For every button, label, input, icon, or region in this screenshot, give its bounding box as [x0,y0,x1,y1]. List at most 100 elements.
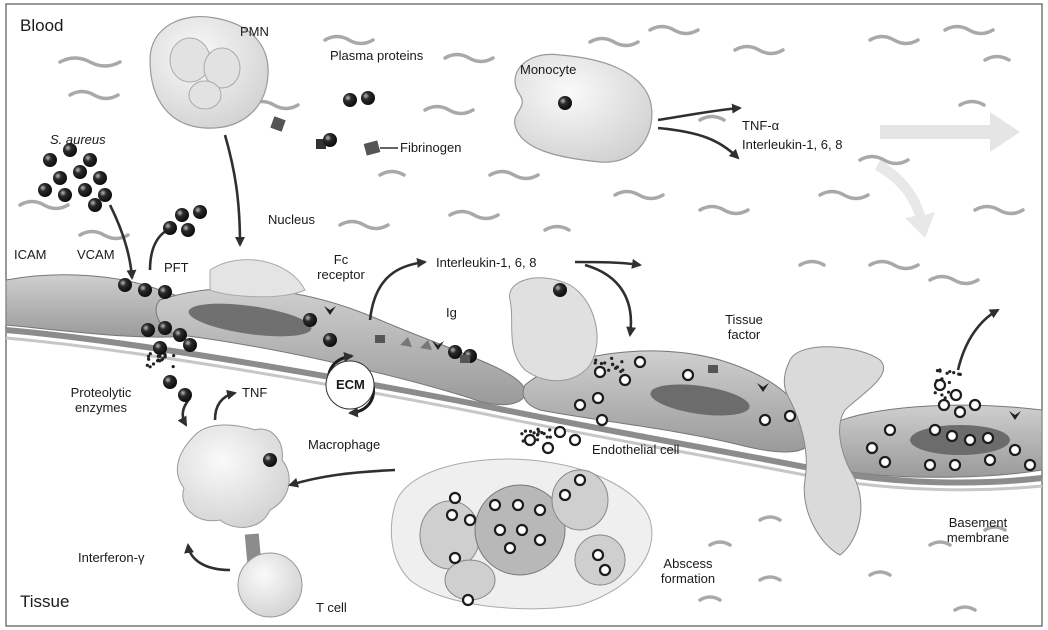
phagocytosed-bacterium [951,390,961,400]
t-cell [238,553,302,617]
phagocytosed-bacterium [570,435,580,445]
enzyme-speck [615,366,618,369]
bacterium [323,133,337,147]
bacterium [181,223,195,237]
label-ecm: ECM [336,377,365,392]
enzyme-speck [594,359,597,362]
label-macrophage: Macrophage [308,437,380,452]
phagocytosed-bacterium [555,427,565,437]
phagocytosed-bacterium [620,375,630,385]
enzyme-speck [524,430,527,433]
label-s-aureus: S. aureus [50,132,106,147]
phagocytosed-bacterium [635,357,645,367]
label-basement-line1: Basement [949,515,1008,530]
phagocytosed-bacterium [880,457,890,467]
enzyme-speck [948,370,951,373]
phagocytosed-bacterium [525,435,535,445]
phagocytosed-bacterium [490,500,500,510]
label-nucleus: Nucleus [268,212,315,227]
label-tnf-alpha: TNF-α [742,118,779,133]
bacterium [118,278,132,292]
label-t-cell: T cell [316,600,347,615]
enzyme-speck [594,361,597,364]
phagocytosed-bacterium [600,565,610,575]
bacterium [58,188,72,202]
label-basement-membrane: Basement membrane [930,515,1026,545]
phagocytosed-bacterium [885,425,895,435]
bacterium [361,91,375,105]
phagocytosed-bacterium [597,415,607,425]
phagocytosed-bacterium [535,535,545,545]
enzyme-speck [607,369,610,372]
bacterium [323,333,337,347]
enzyme-speck [611,363,614,366]
bacterium [183,338,197,352]
enzyme-speck [152,362,155,365]
label-abscess-line2: formation [661,571,715,586]
bacterium [53,171,67,185]
label-interferon: Interferon-γ [78,550,144,565]
enzyme-speck [946,372,949,375]
label-monocyte: Monocyte [520,62,576,77]
bacterium [88,198,102,212]
enzyme-speck [947,391,950,394]
enzyme-speck [548,428,551,431]
phagocytosed-bacterium [965,435,975,445]
label-interleukins-mid: Interleukin-1, 6, 8 [436,255,536,270]
enzyme-speck [532,431,535,434]
phagocytosed-bacterium [560,490,570,500]
phagocytosed-bacterium [985,455,995,465]
label-endothelial-cell: Endothelial cell [592,442,679,457]
phagocytosed-bacterium [935,380,945,390]
bacterium [38,183,52,197]
phagocytosed-bacterium [513,500,523,510]
phagocytosed-bacterium [535,505,545,515]
enzyme-speck [157,355,160,358]
label-pft: PFT [164,260,189,275]
enzyme-speck [520,432,523,435]
phagocytosed-bacterium [543,443,553,453]
enzyme-speck [172,354,175,357]
enzyme-speck [600,362,603,365]
enzyme-speck [536,438,539,441]
bacterium [163,221,177,235]
enzyme-speck [957,372,960,375]
enzyme-speck [149,352,152,355]
phagocytosed-bacterium [955,407,965,417]
bacterium [93,171,107,185]
phagocytosed-bacterium [575,400,585,410]
bacterium [43,153,57,167]
bacterium [553,283,567,297]
region-tissue: Tissue [20,594,69,609]
phagocytosed-bacterium [595,367,605,377]
enzyme-speck [621,368,624,371]
phagocytosed-bacterium [575,475,585,485]
label-fc-receptor-line2: receptor [317,267,365,282]
bacterium [178,388,192,402]
phagocytosed-bacterium [983,433,993,443]
enzyme-speck [529,430,532,433]
enzyme-speck [160,358,163,361]
phagocytosed-bacterium [450,493,460,503]
enzyme-speck [147,358,150,361]
label-vcam: VCAM [77,247,115,262]
bacterium [558,96,572,110]
bacterium [158,285,172,299]
phagocytosed-bacterium [683,370,693,380]
label-tissue-factor: Tissue factor [716,312,772,342]
enzyme-speck [549,436,552,439]
bacterium [263,453,277,467]
bacterium [343,93,357,107]
enzyme-speck [536,433,539,436]
label-icam: ICAM [14,247,47,262]
bacterium [158,321,172,335]
phagocytosed-bacterium [947,431,957,441]
label-tnf: TNF [242,385,267,400]
enzyme-speck [536,428,539,431]
region-blood: Blood [20,18,63,33]
enzyme-speck [952,371,955,374]
enzyme-speck [620,360,623,363]
bacterium [78,183,92,197]
